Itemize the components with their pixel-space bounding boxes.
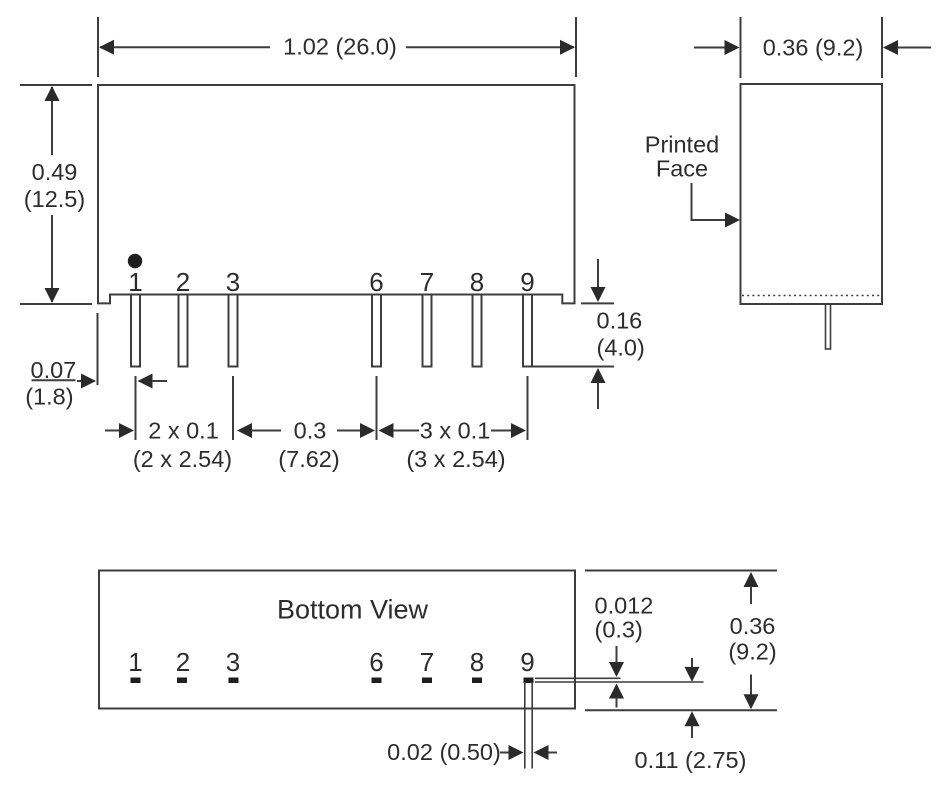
svg-text:(0.3): (0.3) — [595, 617, 643, 643]
svg-text:Face: Face — [656, 156, 708, 182]
svg-text:7: 7 — [420, 647, 434, 677]
svg-text:0.11 (2.75): 0.11 (2.75) — [635, 747, 747, 773]
svg-text:Bottom View: Bottom View — [277, 595, 429, 625]
svg-text:9: 9 — [520, 647, 534, 677]
svg-text:8: 8 — [470, 647, 484, 677]
svg-text:(7.62): (7.62) — [278, 446, 339, 472]
svg-text:8: 8 — [470, 267, 484, 297]
svg-text:0.02 (0.50): 0.02 (0.50) — [387, 739, 501, 765]
svg-text:0.012: 0.012 — [595, 593, 654, 619]
svg-text:6: 6 — [369, 267, 383, 297]
svg-text:(9.2): (9.2) — [728, 639, 776, 665]
svg-text:3 x 0.1: 3 x 0.1 — [420, 418, 491, 444]
svg-text:1: 1 — [128, 267, 142, 297]
svg-text:(12.5): (12.5) — [24, 186, 85, 212]
svg-text:1.02 (26.0): 1.02 (26.0) — [283, 34, 397, 60]
svg-text:0.36 (9.2): 0.36 (9.2) — [763, 35, 864, 61]
svg-text:6: 6 — [369, 647, 383, 677]
svg-text:(1.8): (1.8) — [25, 384, 73, 410]
svg-text:(4.0): (4.0) — [597, 335, 645, 361]
svg-text:(3 x 2.54): (3 x 2.54) — [406, 446, 505, 472]
svg-text:3: 3 — [226, 267, 240, 297]
svg-text:0.49: 0.49 — [32, 159, 78, 185]
svg-text:0.16: 0.16 — [597, 308, 643, 334]
svg-text:2 x 0.1: 2 x 0.1 — [148, 418, 219, 444]
svg-text:2: 2 — [176, 647, 190, 677]
svg-text:9: 9 — [520, 267, 534, 297]
svg-text:0.36: 0.36 — [730, 613, 776, 639]
svg-text:7: 7 — [420, 267, 434, 297]
svg-text:3: 3 — [226, 647, 240, 677]
svg-text:(2 x 2.54): (2 x 2.54) — [133, 446, 232, 472]
svg-text:Printed: Printed — [645, 132, 719, 158]
svg-text:0.07: 0.07 — [31, 357, 77, 383]
svg-text:1: 1 — [128, 647, 142, 677]
svg-text:0.3: 0.3 — [294, 418, 327, 444]
svg-text:2: 2 — [176, 267, 190, 297]
